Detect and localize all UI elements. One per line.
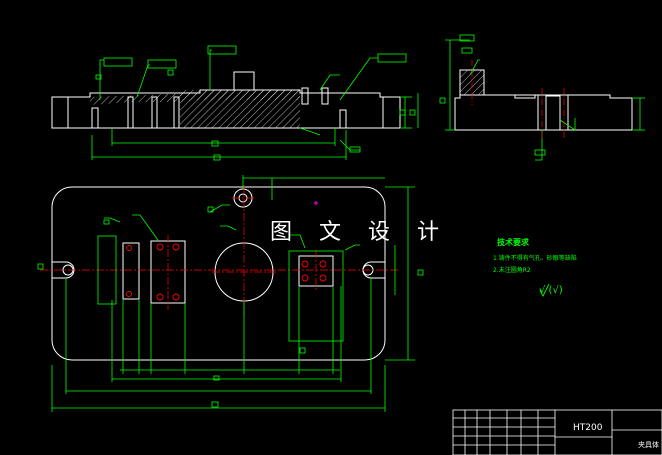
plan-view-dimensions <box>37 175 424 412</box>
side-view-dimensions <box>439 34 645 161</box>
technical-requirements-title: 技术要求 <box>497 238 529 247</box>
front-view-dimensions <box>91 45 419 161</box>
roughness-note: √ (√) <box>539 285 563 296</box>
technical-requirements-line-2: 2.未注圆角R2 <box>493 267 531 274</box>
title-block <box>452 409 662 455</box>
plan-view-holes <box>126 243 327 301</box>
plan-view-centerlines <box>40 185 400 315</box>
front-section-view <box>51 71 401 129</box>
title-block-material: HT200 <box>573 423 603 433</box>
roughness-symbol <box>539 283 550 298</box>
side-section-view <box>454 69 633 131</box>
ucs-marker <box>314 201 318 205</box>
side-view-centerlines <box>471 60 565 140</box>
title-block-part-name: 夹具体 <box>638 441 659 449</box>
watermark-text: 图 文 设 计 <box>270 220 449 245</box>
technical-requirements-line-1: 1.铸件不得有气孔、砂眼等缺陷 <box>493 255 577 262</box>
plan-view <box>51 186 386 361</box>
